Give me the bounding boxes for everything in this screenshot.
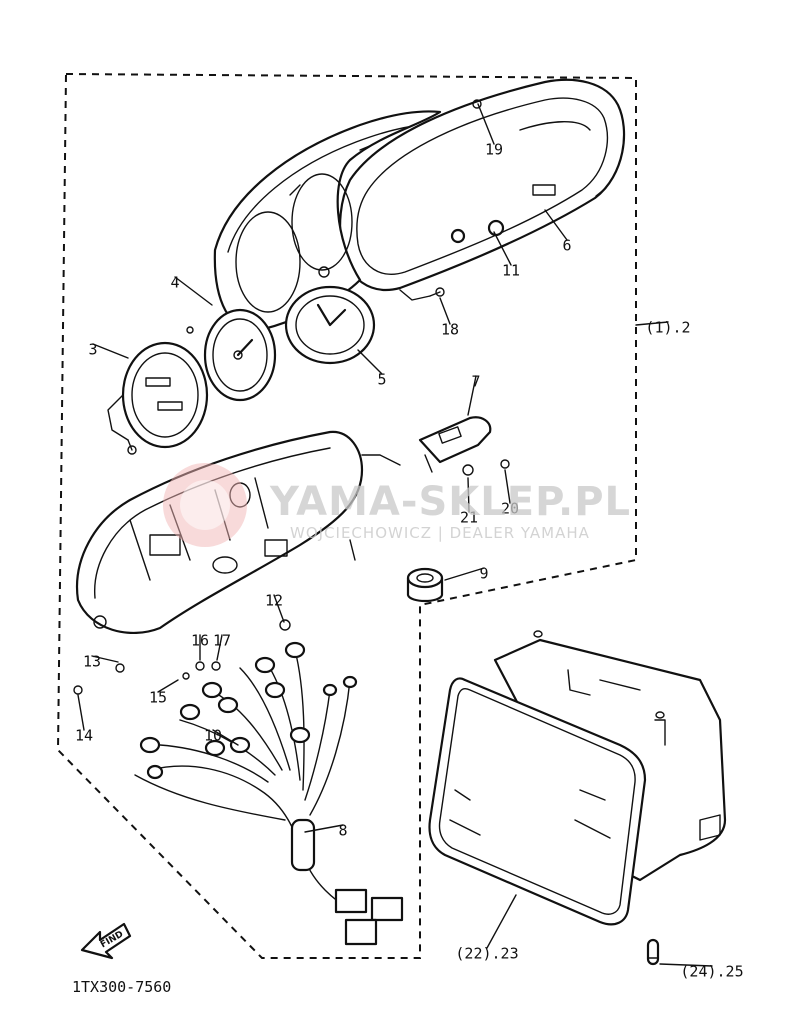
callout-label: 12 — [265, 592, 283, 610]
find-arrow-badge: FIND — [80, 922, 132, 960]
watermark: YAMA-SKLEP.PL WOJCIECHOWICZ | DEALER YAM… — [163, 463, 631, 547]
callout-label: 5 — [377, 371, 386, 389]
callout-label: 18 — [441, 321, 459, 339]
bulb-sockets-part-10 — [139, 641, 358, 780]
indicator-bracket-part-7 — [418, 416, 510, 476]
callout-label: 16 — [191, 632, 209, 650]
callout-label: 17 — [213, 632, 231, 650]
watermark-sub: WOJCIECHOWICZ | DEALER YAMAHA — [290, 524, 590, 542]
callout-label: 8 — [338, 822, 347, 840]
callout-label: 7 — [471, 373, 480, 391]
callout-leader — [659, 963, 713, 967]
callout-leaders — [77, 103, 713, 967]
wiring-harness-part-8 — [134, 649, 404, 946]
callout-label: (24).25 — [680, 963, 743, 981]
assembly-boundary — [56, 72, 637, 959]
meter-bezel — [213, 110, 442, 332]
fasteners — [73, 287, 445, 695]
callout-leader — [544, 209, 568, 241]
part-code: 1TX300-7560 — [72, 978, 171, 996]
callout-leader — [439, 297, 451, 325]
callout-leader — [92, 343, 129, 359]
callout-leader — [91, 655, 119, 663]
callout-leader — [273, 594, 285, 623]
callout-label: (22).23 — [455, 945, 518, 963]
callout-leader — [477, 103, 495, 145]
callout-label: 4 — [170, 274, 179, 292]
callout-leader — [357, 349, 383, 375]
callout-label: (1).2 — [645, 319, 690, 337]
callout-label: 6 — [562, 237, 571, 255]
callout-label: 15 — [149, 689, 167, 707]
fuel-temp-gauge-part-5 — [284, 285, 376, 365]
meter-cover-part-6 — [338, 78, 626, 301]
callout-label: 21 — [460, 509, 478, 527]
callout-leader — [77, 694, 85, 731]
callout-leader — [467, 477, 470, 513]
watermark-main: YAMA-SKLEP.PL — [269, 479, 631, 525]
callout-label: 10 — [204, 727, 222, 745]
callout-leader — [304, 824, 344, 833]
callout-leader — [486, 894, 517, 949]
callout-leader — [444, 567, 485, 581]
callout-leader — [467, 375, 477, 416]
callout-leader — [493, 231, 512, 266]
callout-leader — [635, 321, 669, 326]
speedometer-part-3 — [107, 341, 209, 455]
headlight-unit-part-23 — [428, 630, 727, 926]
grommet-part-9 — [406, 567, 444, 603]
callout-label: 14 — [75, 727, 93, 745]
callout-label: 11 — [502, 262, 520, 280]
callout-label: 3 — [88, 341, 97, 359]
callout-leader — [212, 729, 239, 746]
callout-label: 19 — [485, 141, 503, 159]
callout-leader — [157, 679, 179, 693]
tachometer-part-4 — [186, 308, 277, 402]
callout-label: 9 — [479, 565, 488, 583]
callout-leader — [174, 276, 213, 306]
callout-leader — [216, 634, 223, 661]
bulb-part-25 — [646, 938, 660, 966]
callout-label: 20 — [501, 500, 519, 518]
callout-leader — [504, 469, 511, 504]
callout-label: 13 — [83, 653, 101, 671]
